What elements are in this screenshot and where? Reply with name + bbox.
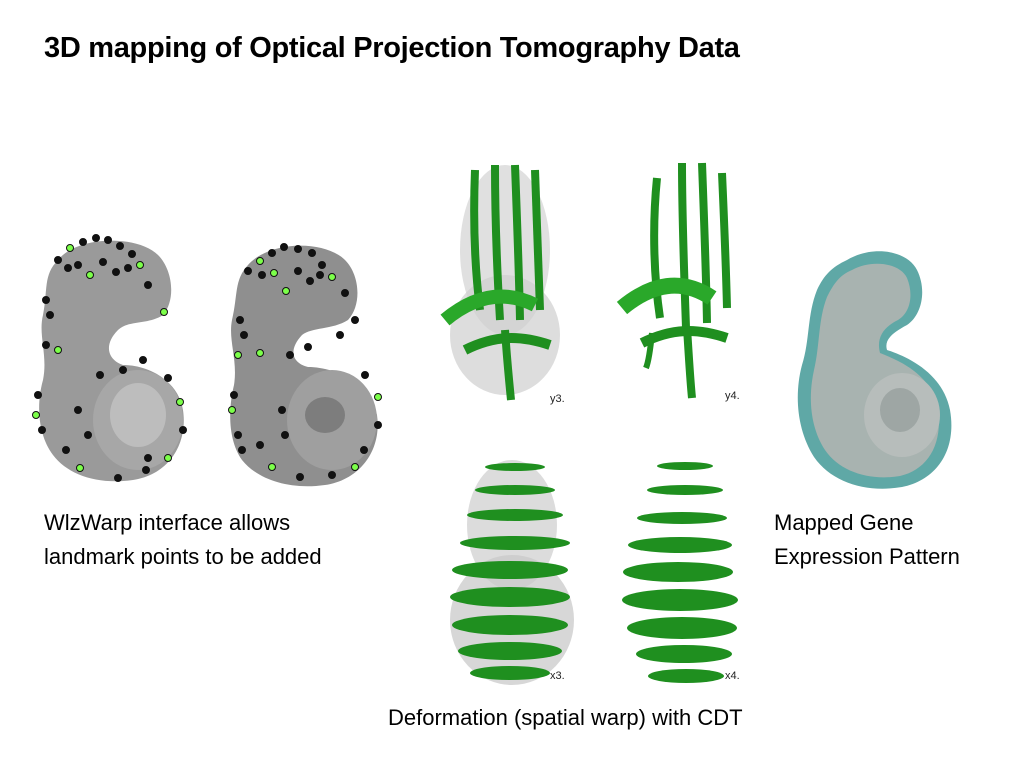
landmark-point-black[interactable] (62, 446, 70, 454)
deformation-caption: Deformation (spatial warp) with CDT (388, 705, 743, 730)
panel-label-y4: y4. (725, 390, 740, 402)
landmark-point-black[interactable] (74, 261, 82, 269)
landmark-point-black[interactable] (96, 371, 104, 379)
landmark-points-1[interactable] (28, 230, 198, 490)
landmark-point-black[interactable] (38, 426, 46, 434)
landmark-point-black[interactable] (374, 421, 382, 429)
gene-expression-image (792, 245, 957, 495)
landmark-point-black[interactable] (84, 431, 92, 439)
landmark-point-green[interactable] (136, 261, 144, 269)
landmark-point-black[interactable] (179, 426, 187, 434)
landmark-point-green[interactable] (256, 349, 264, 357)
landmark-point-black[interactable] (304, 343, 312, 351)
landmarks-caption-line-2: landmark points to be added (44, 544, 322, 569)
panel-label-x3: x3. (550, 670, 565, 682)
gene-caption-line-1: Mapped Gene (774, 510, 914, 535)
landmark-point-black[interactable] (328, 471, 336, 479)
landmark-point-black[interactable] (42, 341, 50, 349)
landmark-point-green[interactable] (256, 257, 264, 265)
deformation-panel-x4 (620, 460, 750, 695)
landmark-point-black[interactable] (54, 256, 62, 264)
landmark-point-black[interactable] (306, 277, 314, 285)
landmark-point-black[interactable] (361, 371, 369, 379)
landmark-point-black[interactable] (144, 454, 152, 462)
panel-label-y3: y3. (550, 393, 565, 405)
landmark-point-black[interactable] (112, 268, 120, 276)
landmark-point-black[interactable] (114, 474, 122, 482)
landmark-point-green[interactable] (374, 393, 382, 401)
landmark-point-black[interactable] (294, 267, 302, 275)
landmark-point-black[interactable] (74, 406, 82, 414)
landmark-point-black[interactable] (278, 406, 286, 414)
landmark-point-black[interactable] (286, 351, 294, 359)
landmark-point-green[interactable] (351, 463, 359, 471)
landmarks-caption-line-1: WlzWarp interface allows (44, 510, 291, 535)
gene-caption: Mapped Gene Expression Pattern (774, 506, 960, 574)
landmark-point-black[interactable] (104, 236, 112, 244)
landmark-point-green[interactable] (234, 351, 242, 359)
landmark-point-green[interactable] (66, 244, 74, 252)
landmark-point-black[interactable] (244, 267, 252, 275)
landmark-point-black[interactable] (256, 441, 264, 449)
landmark-point-black[interactable] (119, 366, 127, 374)
landmark-point-black[interactable] (268, 249, 276, 257)
landmark-point-green[interactable] (160, 308, 168, 316)
landmark-point-black[interactable] (116, 242, 124, 250)
landmark-point-black[interactable] (360, 446, 368, 454)
embryo-landmarks-image-2 (220, 235, 390, 495)
landmark-point-black[interactable] (230, 391, 238, 399)
landmark-point-black[interactable] (234, 431, 242, 439)
landmark-point-green[interactable] (86, 271, 94, 279)
landmark-point-black[interactable] (64, 264, 72, 272)
landmark-point-black[interactable] (34, 391, 42, 399)
deformation-panel-y3 (435, 160, 580, 405)
landmark-point-black[interactable] (316, 271, 324, 279)
landmark-point-black[interactable] (318, 261, 326, 269)
landmark-point-green[interactable] (268, 463, 276, 471)
deformation-panel-x3 (440, 455, 580, 695)
landmark-point-black[interactable] (142, 466, 150, 474)
deformation-panel-y4 (612, 158, 752, 403)
landmark-point-black[interactable] (128, 250, 136, 258)
landmark-point-black[interactable] (336, 331, 344, 339)
landmark-point-black[interactable] (42, 296, 50, 304)
slide-title: 3D mapping of Optical Projection Tomogra… (44, 32, 740, 64)
embryo-landmarks-image-1 (28, 230, 198, 490)
panel-label-x4: x4. (725, 670, 740, 682)
landmark-point-black[interactable] (79, 238, 87, 246)
landmark-points-2[interactable] (220, 235, 390, 495)
landmark-point-black[interactable] (236, 316, 244, 324)
landmark-point-black[interactable] (124, 264, 132, 272)
landmark-point-green[interactable] (228, 406, 236, 414)
landmark-point-green[interactable] (54, 346, 62, 354)
landmark-point-green[interactable] (282, 287, 290, 295)
landmark-point-black[interactable] (308, 249, 316, 257)
landmark-point-black[interactable] (351, 316, 359, 324)
landmark-point-black[interactable] (341, 289, 349, 297)
landmark-point-black[interactable] (258, 271, 266, 279)
landmark-point-black[interactable] (294, 245, 302, 253)
landmark-point-green[interactable] (76, 464, 84, 472)
landmark-point-green[interactable] (32, 411, 40, 419)
landmark-point-black[interactable] (296, 473, 304, 481)
landmark-point-black[interactable] (238, 446, 246, 454)
landmark-point-black[interactable] (46, 311, 54, 319)
landmark-point-green[interactable] (164, 454, 172, 462)
landmark-point-black[interactable] (92, 234, 100, 242)
landmark-point-green[interactable] (176, 398, 184, 406)
landmark-point-black[interactable] (280, 243, 288, 251)
landmark-point-black[interactable] (240, 331, 248, 339)
landmark-point-black[interactable] (99, 258, 107, 266)
landmark-point-black[interactable] (144, 281, 152, 289)
landmarks-caption: WlzWarp interface allows landmark points… (44, 506, 322, 574)
landmark-point-black[interactable] (139, 356, 147, 364)
landmark-point-black[interactable] (281, 431, 289, 439)
landmark-point-black[interactable] (164, 374, 172, 382)
gene-caption-line-2: Expression Pattern (774, 544, 960, 569)
landmark-point-green[interactable] (270, 269, 278, 277)
landmark-point-green[interactable] (328, 273, 336, 281)
